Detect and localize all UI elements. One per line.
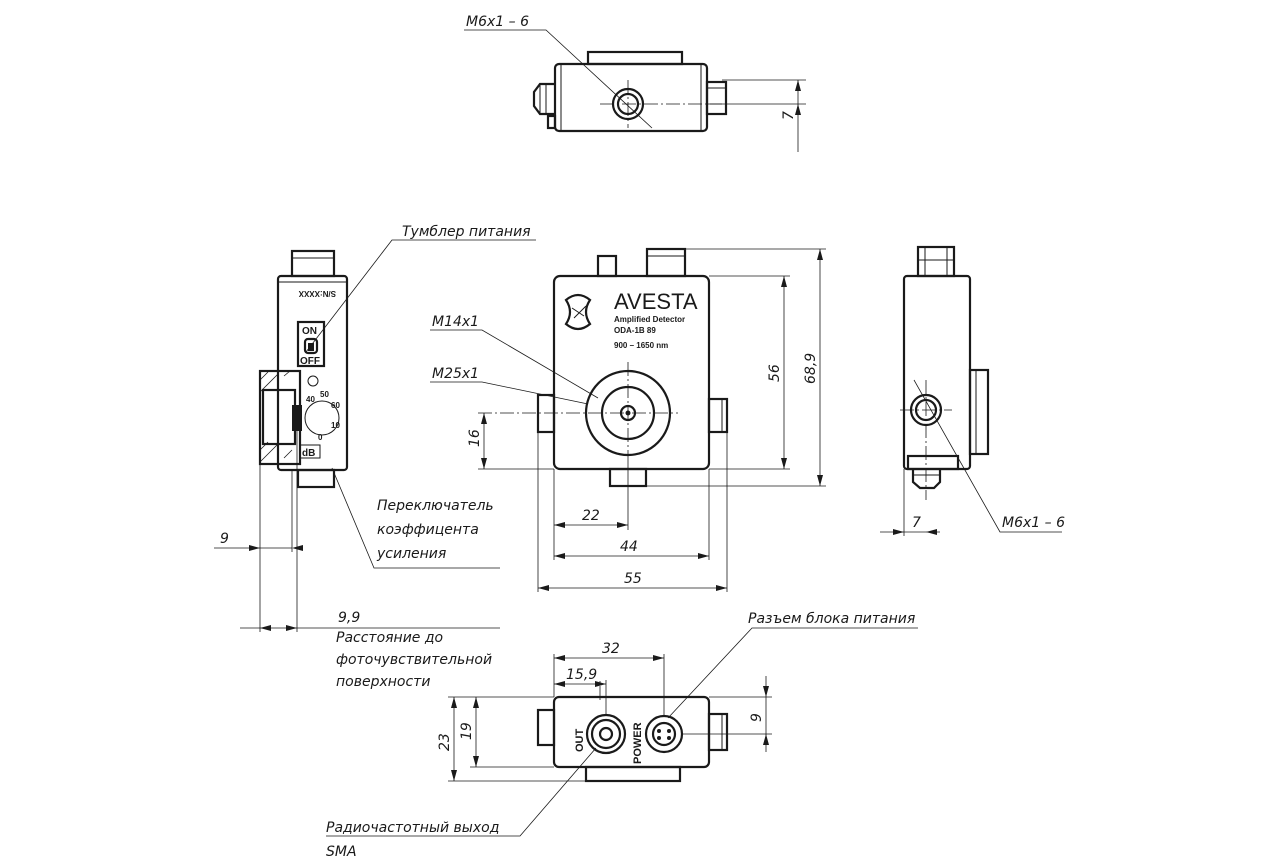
top-view: 7 M6x1 – 6	[464, 14, 806, 152]
gain-value-60: 60	[331, 401, 340, 410]
power-label: POWER	[632, 722, 644, 764]
label-power-connector: Разъем блока питания	[748, 611, 915, 627]
label-gain-switch-3: усиления	[376, 546, 446, 562]
gain-value-50: 50	[320, 390, 329, 399]
label-distance-3: поверхности	[336, 674, 430, 690]
front-view: AVESTA Amplified Detector ODA-1B 89 900 …	[430, 247, 826, 592]
dim-height-68-9: 68,9	[803, 353, 819, 384]
dim-top-7: 7	[781, 111, 797, 120]
label-thread-top: M6x1 – 6	[466, 14, 529, 30]
dim-side-9-9: 9,9	[338, 610, 360, 626]
side-view-right: M6x1 – 6 7	[880, 245, 1065, 536]
gain-value-40: 40	[306, 395, 315, 404]
dim-bottom-9: 9	[749, 713, 765, 722]
dim-right-7: 7	[912, 515, 921, 531]
model-line1: Amplified Detector	[614, 315, 685, 324]
dim-side-9: 9	[220, 531, 229, 547]
label-thread-m14: M14x1	[432, 314, 479, 330]
avesta-logo-icon	[564, 293, 592, 331]
label-thread-m25: M25x1	[432, 366, 479, 382]
label-thread-right: M6x1 – 6	[1002, 515, 1065, 531]
dim-bottom-23: 23	[437, 733, 453, 751]
serial-text: S/N:XXXX	[298, 289, 336, 298]
dim-width-44: 44	[620, 539, 638, 555]
switch-on-text: ON	[302, 326, 317, 337]
dim-bottom-19: 19	[459, 722, 475, 740]
model-line2: ODA-1B 89	[614, 326, 656, 335]
out-label: OUT	[574, 729, 586, 753]
gain-unit-text: dB	[302, 448, 315, 459]
dim-width-55: 55	[624, 571, 642, 587]
dim-bottom-32: 32	[602, 641, 620, 657]
label-power-switch: Тумблер питания	[402, 224, 531, 240]
brand-text: AVESTA	[614, 289, 698, 314]
dim-left-16: 16	[467, 429, 483, 447]
label-distance-2: фоточувствительной	[336, 652, 492, 668]
bottom-view: OUT POWER Разъем блока питания Радиочаст…	[326, 611, 918, 860]
label-rf-output-1: Радиочастотный выход	[326, 820, 499, 836]
dim-width-22: 22	[582, 508, 600, 524]
wavelength-text: 900 – 1650 nm	[614, 341, 668, 350]
gain-value-0: 0	[318, 433, 323, 442]
dim-bottom-15-9: 15,9	[566, 667, 597, 683]
label-gain-switch-1: Переключатель	[377, 498, 494, 514]
label-rf-output-2: SMA	[326, 844, 357, 860]
side-view-left: S/N:XXXX ON OFF 40 50 60 0 10 dB Тумблер…	[214, 224, 536, 690]
label-gain-switch-2: коэффицента	[377, 522, 479, 538]
switch-off-text: OFF	[300, 356, 320, 367]
label-distance-1: Расстояние до	[336, 630, 443, 646]
gain-value-10: 10	[331, 421, 340, 430]
dim-height-56: 56	[767, 364, 783, 382]
